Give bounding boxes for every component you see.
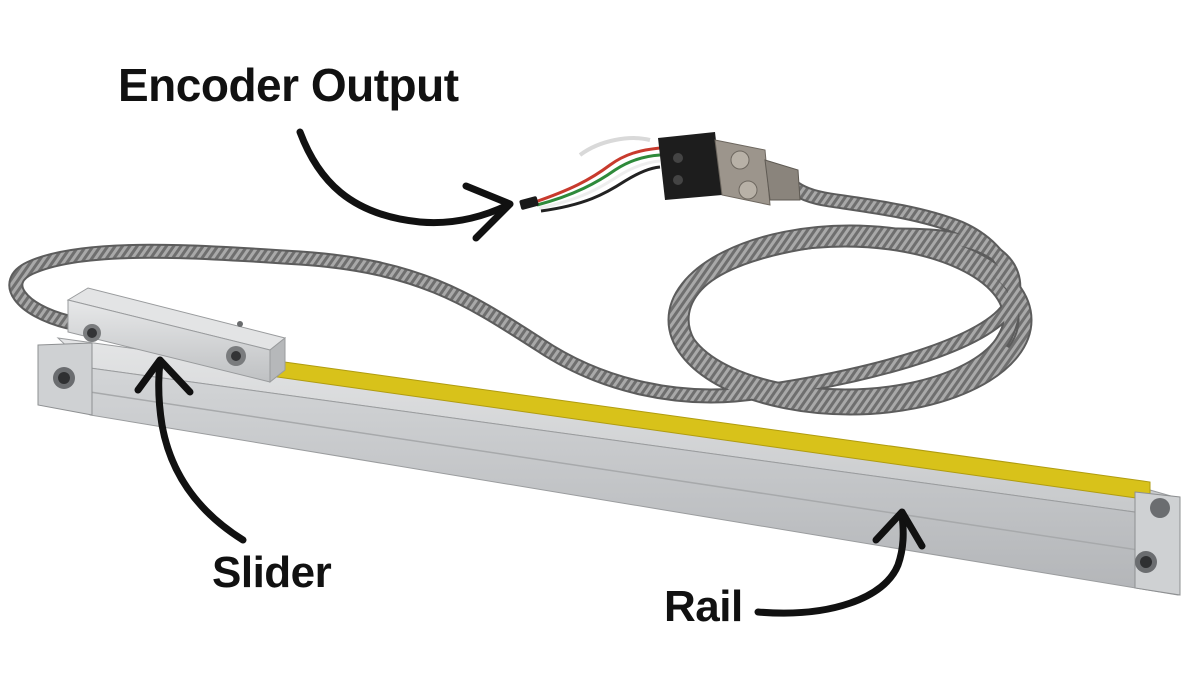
slider-arrow	[134, 356, 247, 544]
rail-arrow	[754, 508, 926, 617]
encoder-arrow	[296, 128, 514, 242]
armored-cable	[8, 178, 1033, 416]
rail-label: Rail	[664, 582, 743, 631]
slider-block	[66, 287, 287, 384]
encoder-output-label: Encoder Output	[118, 59, 459, 111]
slider-label: Slider	[212, 548, 332, 597]
db9-connector	[519, 132, 801, 213]
annotation-arrows	[134, 128, 926, 617]
